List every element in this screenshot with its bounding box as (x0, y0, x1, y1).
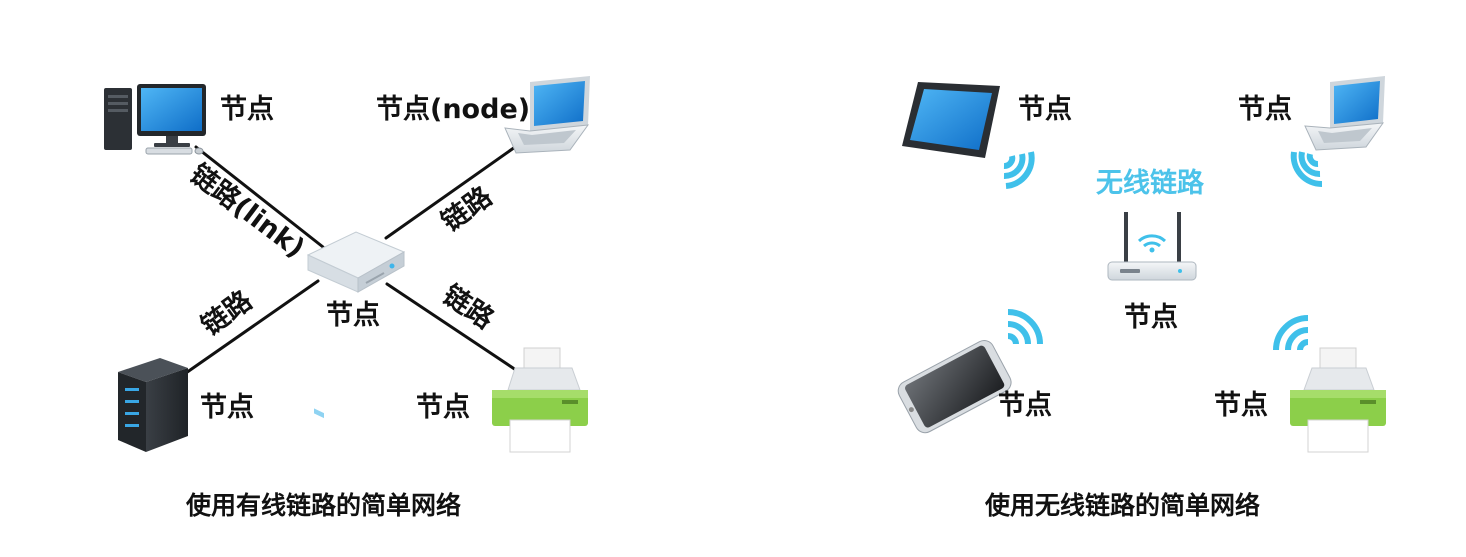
server-icon (118, 358, 188, 452)
node-label-pc: 节点 (220, 94, 274, 125)
node-label-printer-wireless: 节点 (1214, 390, 1268, 421)
laptop-icon-wireless (1304, 76, 1385, 151)
node-label-phone: 节点 (998, 390, 1052, 421)
node-label-server: 节点 (200, 392, 254, 423)
wired-links (181, 138, 527, 377)
wifi-signal-icon-tablet (1003, 151, 1035, 189)
tablet-icon (902, 82, 1000, 158)
link-line-laptop (384, 138, 527, 240)
node-label-laptop: 节点(node) (376, 94, 531, 125)
printer-icon-wireless (1290, 347, 1386, 453)
switch-icon (306, 231, 406, 419)
node-label-printer: 节点 (416, 392, 470, 423)
wifi-signal-icon-phone (1007, 309, 1043, 345)
phone-icon (897, 340, 1012, 434)
wifi-signal-icon-laptop (1290, 151, 1323, 188)
printer-icon-wired (492, 347, 588, 453)
node-label-router: 节点 (1124, 302, 1178, 333)
wireless-caption: 使用无线链路的简单网络 (985, 491, 1261, 520)
link-line-pc (194, 145, 325, 249)
wired-caption: 使用有线链路的简单网络 (186, 491, 462, 520)
link-line-server (181, 279, 320, 377)
link-line-printer (385, 282, 524, 376)
desktop-pc-icon (104, 84, 206, 155)
wireless-link-label: 无线链路 (1096, 168, 1204, 199)
node-label-tablet: 节点 (1018, 94, 1072, 125)
wifi-signal-icon-printer (1273, 315, 1309, 351)
node-label-laptop-wireless: 节点 (1238, 94, 1292, 125)
node-label-switch: 节点 (326, 300, 380, 331)
router-icon (1107, 212, 1197, 281)
laptop-icon (504, 76, 590, 154)
